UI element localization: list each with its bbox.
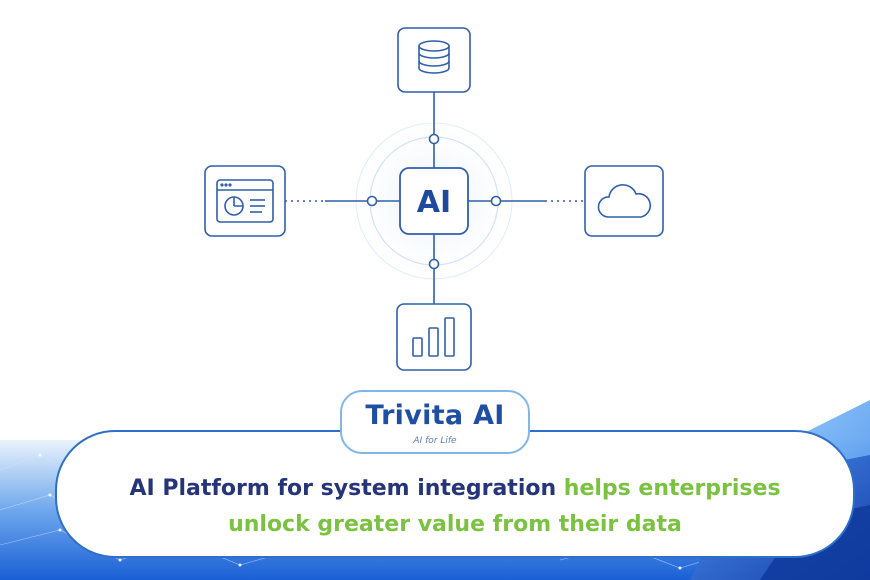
node-analytics [396,303,472,371]
brand-logo-badge: Trivita AI AI for Life [340,390,530,454]
connector-nodes [366,133,502,270]
caption-line-2: unlock greater value from their data [228,512,682,537]
database-icon [418,40,450,74]
ai-core-box [399,167,469,235]
caption-line-1: AI Platform for system integration helps… [57,476,853,501]
ai-core-label: AI [416,184,452,220]
node-dashboard [204,165,286,237]
bar-chart-icon [412,317,455,357]
brand-name: Trivita AI [365,400,505,431]
caption-line-1-green: helps enterprises [563,476,781,501]
cloud-icon [597,184,652,218]
node-database [397,27,471,93]
caption-line-1-dark: AI Platform for system integration [129,476,564,501]
brand-tagline: AI for Life [413,436,457,446]
node-cloud [584,165,664,237]
dashboard-window-icon [216,179,274,223]
